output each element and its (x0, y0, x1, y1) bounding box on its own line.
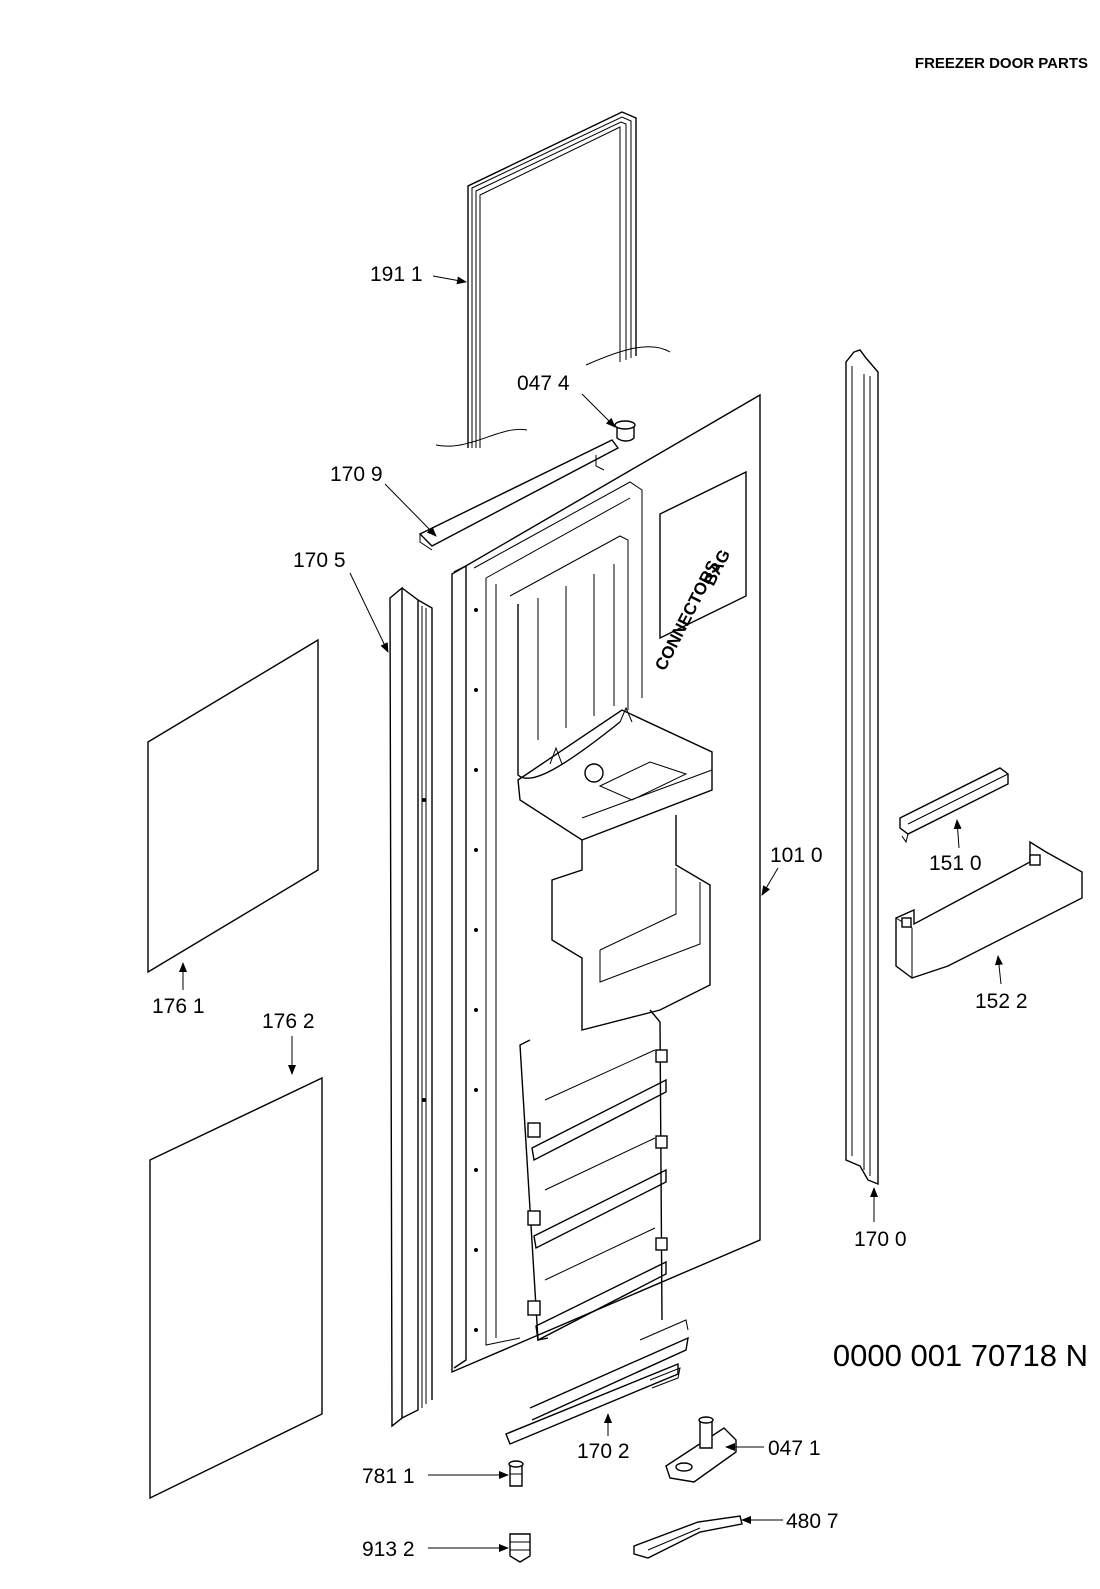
label-047-1: 047 1 (768, 1437, 821, 1460)
label-913-2: 913 2 (362, 1538, 415, 1561)
hinge-bottom (665, 1416, 737, 1483)
right-side-trim (845, 349, 879, 1186)
door-gasket (435, 111, 671, 448)
label-170-9: 170 9 (330, 463, 383, 486)
drawing-code: 0000 001 70718 N (833, 1338, 1088, 1373)
label-170-0: 170 0 (854, 1228, 907, 1251)
top-strip (418, 439, 620, 551)
label-170-2: 170 2 (577, 1440, 630, 1463)
screw-9132 (509, 1533, 531, 1563)
label-170-5: 170 5 (293, 549, 346, 572)
label-176-2: 176 2 (262, 1010, 315, 1033)
label-176-1: 176 1 (152, 995, 205, 1018)
door-bin (895, 840, 1083, 979)
part-4807 (633, 1515, 743, 1559)
label-152-2: 152 2 (975, 990, 1028, 1013)
connectors-bag: CONNECTORS BAG (651, 470, 747, 674)
label-781-1: 781 1 (362, 1465, 415, 1488)
label-480-7: 480 7 (786, 1510, 839, 1533)
panel-lower (149, 1076, 323, 1500)
label-101-0: 101 0 (770, 844, 823, 867)
diagram-title: FREEZER DOOR PARTS (915, 55, 1088, 72)
inner-door-panel (451, 393, 761, 1374)
label-047-4: 047 4 (517, 372, 570, 395)
bottom-strip (505, 1319, 689, 1445)
hinge-pin-top (614, 420, 636, 442)
label-191-1: 191 1 (370, 263, 423, 286)
screw-7811 (508, 1460, 524, 1487)
left-side-trim (389, 586, 433, 1428)
shelf-clip (899, 767, 1009, 844)
panel-upper (147, 638, 319, 974)
label-151-0: 151 0 (929, 852, 982, 875)
